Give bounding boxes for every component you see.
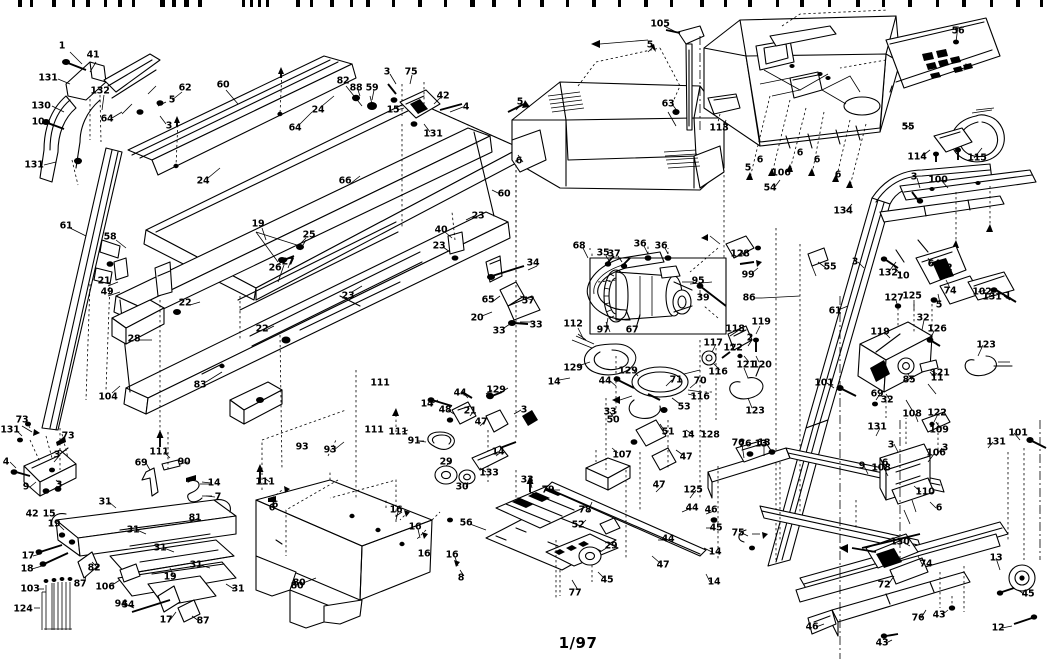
- roller-bottom-left: [435, 466, 457, 484]
- cut-text-fragment: [72, 0, 75, 7]
- cut-text-fragment: [198, 0, 202, 7]
- cut-text-fragment: [366, 0, 370, 7]
- cut-text-fragment: [936, 0, 939, 7]
- mid-right-hardware: [689, 228, 829, 560]
- cut-text-fragment: [30, 0, 33, 7]
- console-assembly: [703, 9, 901, 188]
- leader-lines: [9, 25, 1025, 644]
- motor-hood: [507, 39, 725, 320]
- pulley-ring-70: [612, 348, 717, 420]
- lower-electronics: [434, 450, 707, 596]
- cut-text-fragment: [592, 0, 596, 7]
- cut-text-fragment: [52, 0, 56, 7]
- assembly-envelopes: [59, 160, 1041, 659]
- foot-rail-assembly: [34, 499, 237, 630]
- cut-text-fragment: [700, 0, 704, 7]
- cut-text-fragment: [962, 0, 966, 7]
- cut-text-fragment: [470, 0, 475, 7]
- cut-text-fragment: [118, 0, 122, 7]
- bracket-114: [933, 127, 973, 162]
- cut-text-fragment: [990, 0, 993, 7]
- cut-text-fragment: [250, 0, 253, 7]
- cut-text-fragment: [518, 0, 521, 7]
- cut-text-fragment: [908, 0, 912, 7]
- cut-text-fragment: [258, 0, 261, 7]
- base-frame: [707, 418, 1038, 639]
- cut-text-fragment: [104, 0, 107, 7]
- cut-text-fragment: [566, 0, 569, 7]
- rear-wheel-group: [939, 566, 965, 612]
- rail-detail: [201, 363, 225, 375]
- lower-shroud-left: [255, 470, 460, 629]
- cut-text-fragment: [18, 0, 22, 7]
- wire-harness: [571, 333, 637, 376]
- date-code: 1/97: [558, 634, 598, 652]
- cut-text-fragment: [184, 0, 189, 7]
- cut-text-fragment: [856, 0, 860, 7]
- cut-text-fragment: [86, 0, 90, 7]
- cut-text-fragment: [242, 0, 245, 7]
- fastener-cluster-left: [427, 387, 538, 482]
- small-parts-left: [141, 459, 212, 503]
- walking-deck: [105, 99, 541, 483]
- cut-text-fragment: [644, 0, 648, 7]
- cut-text-fragment: [492, 0, 496, 7]
- cord-123-right: [964, 355, 1013, 377]
- cut-text-fragment: [330, 0, 334, 7]
- fastener-cluster-center: [605, 376, 677, 471]
- incline-motor: [857, 303, 951, 433]
- lower-left-bracket: [10, 421, 77, 497]
- cut-text-fragment: [670, 0, 673, 7]
- cut-text-fragment: [828, 0, 831, 7]
- small-cluster-117: [700, 305, 759, 393]
- cut-text-fragment: [392, 0, 395, 7]
- cut-text-fragment: [172, 0, 176, 7]
- keypad-overlay: [839, 17, 1001, 93]
- cut-text-fragment: [350, 0, 353, 7]
- cut-text-fragment: [310, 0, 313, 7]
- left-handrail-group: [39, 53, 164, 186]
- cut-text-fragment: [266, 0, 269, 7]
- cut-text-fragment: [748, 0, 752, 7]
- left-upright-61: [41, 147, 123, 431]
- cut-text-fragment: [160, 0, 165, 7]
- safety-key: [665, 25, 705, 131]
- ring-91: [418, 431, 455, 450]
- cut-text-fragment: [800, 0, 804, 7]
- cut-text-fragment: [540, 0, 544, 7]
- cut-text-fragment: [444, 0, 447, 7]
- cut-text-fragment: [882, 0, 885, 7]
- top-cut-text-band: [0, 0, 1056, 7]
- cut-text-fragment: [618, 0, 621, 7]
- pointer-marks: [268, 408, 399, 502]
- cut-text-fragment: [776, 0, 779, 7]
- cut-text-fragment: [132, 0, 135, 7]
- motor-hardware: [604, 246, 727, 307]
- cut-text-fragment: [1040, 0, 1043, 7]
- cut-text-fragment: [296, 0, 300, 7]
- cut-text-fragment: [724, 0, 727, 7]
- cut-text-fragment: [418, 0, 422, 7]
- incline-linkage: [880, 239, 1017, 340]
- motor-detail-inset: [589, 257, 727, 335]
- cord-123-left: [729, 365, 764, 400]
- cut-text-fragment: [1016, 0, 1020, 7]
